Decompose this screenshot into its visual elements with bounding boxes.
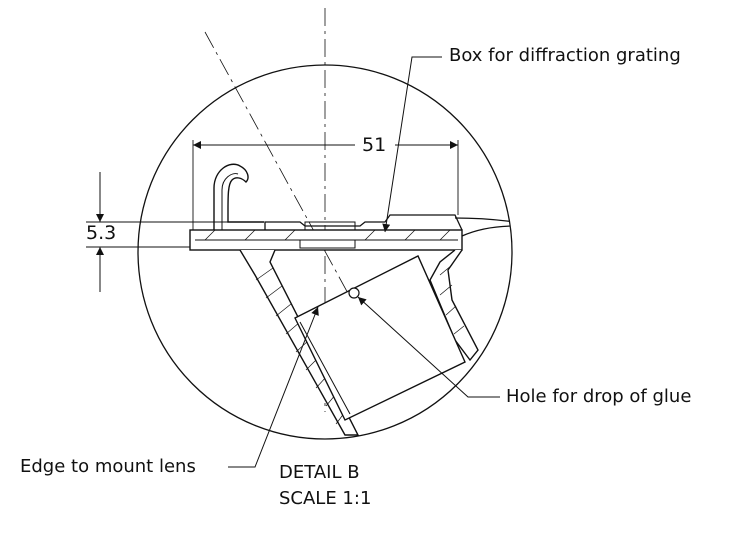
tube-left-wall: [239, 249, 360, 436]
tube-right-hatching: [439, 264, 465, 335]
plate-right-extension: [454, 217, 512, 223]
hole-label: Hole for drop of glue: [506, 386, 692, 407]
clip-hook-inner: [221, 173, 239, 230]
leader-edge: [228, 306, 319, 468]
lens-holder-box: [294, 255, 466, 421]
grating-slot-lower: [299, 239, 356, 249]
tube-right-wall: [429, 249, 479, 362]
plate-hatching: [204, 229, 451, 241]
scale-text: SCALE 1:1: [279, 488, 372, 509]
plate-right-lower: [461, 225, 512, 237]
box-label: Box for diffraction grating: [449, 45, 681, 66]
edge-label: Edge to mount lens: [20, 456, 196, 477]
grating-slot: [304, 221, 356, 231]
dimension-51: 51: [362, 134, 387, 156]
glue-hole: [348, 287, 360, 299]
leader-hole: [357, 296, 500, 398]
lens-holder-edge: [299, 321, 351, 415]
grating-box: [264, 214, 463, 231]
detail-title: DETAIL B: [279, 462, 360, 483]
clip-hook: [213, 163, 264, 230]
dimension-5-3: 5.3: [86, 222, 117, 244]
leader-box: [382, 56, 442, 233]
